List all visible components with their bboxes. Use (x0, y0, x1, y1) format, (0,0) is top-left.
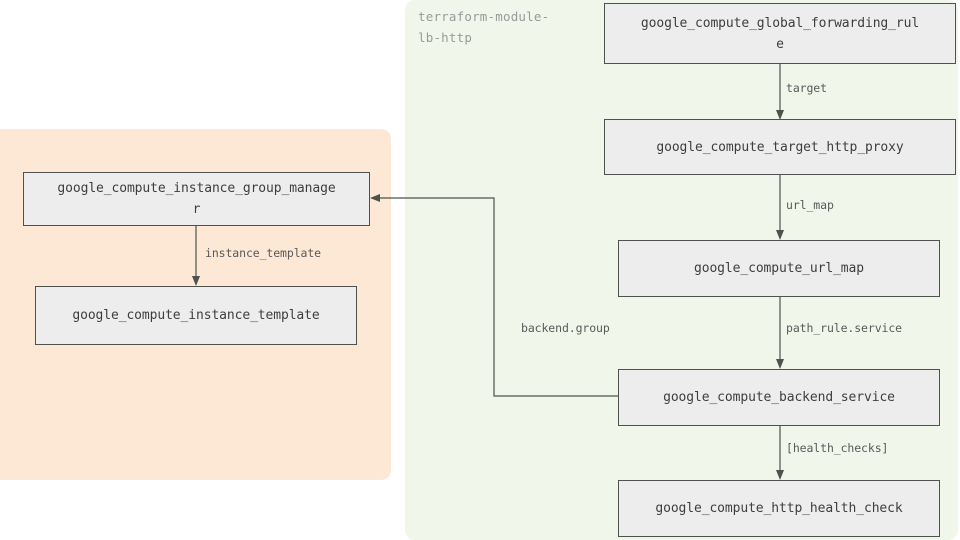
node-google-compute-instance-template[interactable]: google_compute_instance_template (35, 286, 357, 345)
edge-label-path-rule-service: path_rule.service (786, 321, 903, 335)
edge-label-url-map: url_map (786, 198, 834, 212)
edge-label-backend-group: backend.group (521, 321, 610, 335)
edge-label-target: target (786, 81, 827, 95)
edge-label-health-checks: [health_checks] (786, 441, 889, 455)
node-google-compute-instance-group-manager[interactable]: google_compute_instance_group_manage r (23, 172, 370, 226)
edge-label-instance-template: instance_template (205, 246, 322, 260)
node-google-compute-http-health-check[interactable]: google_compute_http_health_check (618, 480, 940, 537)
node-google-compute-target-http-proxy[interactable]: google_compute_target_http_proxy (604, 119, 956, 175)
node-google-compute-url-map[interactable]: google_compute_url_map (618, 240, 940, 297)
cluster-terraform-module-label: terraform-module- lb-http (418, 9, 550, 45)
node-google-compute-global-forwarding-rule[interactable]: google_compute_global_forwarding_rul e (604, 3, 956, 64)
node-google-compute-backend-service[interactable]: google_compute_backend_service (618, 369, 940, 426)
